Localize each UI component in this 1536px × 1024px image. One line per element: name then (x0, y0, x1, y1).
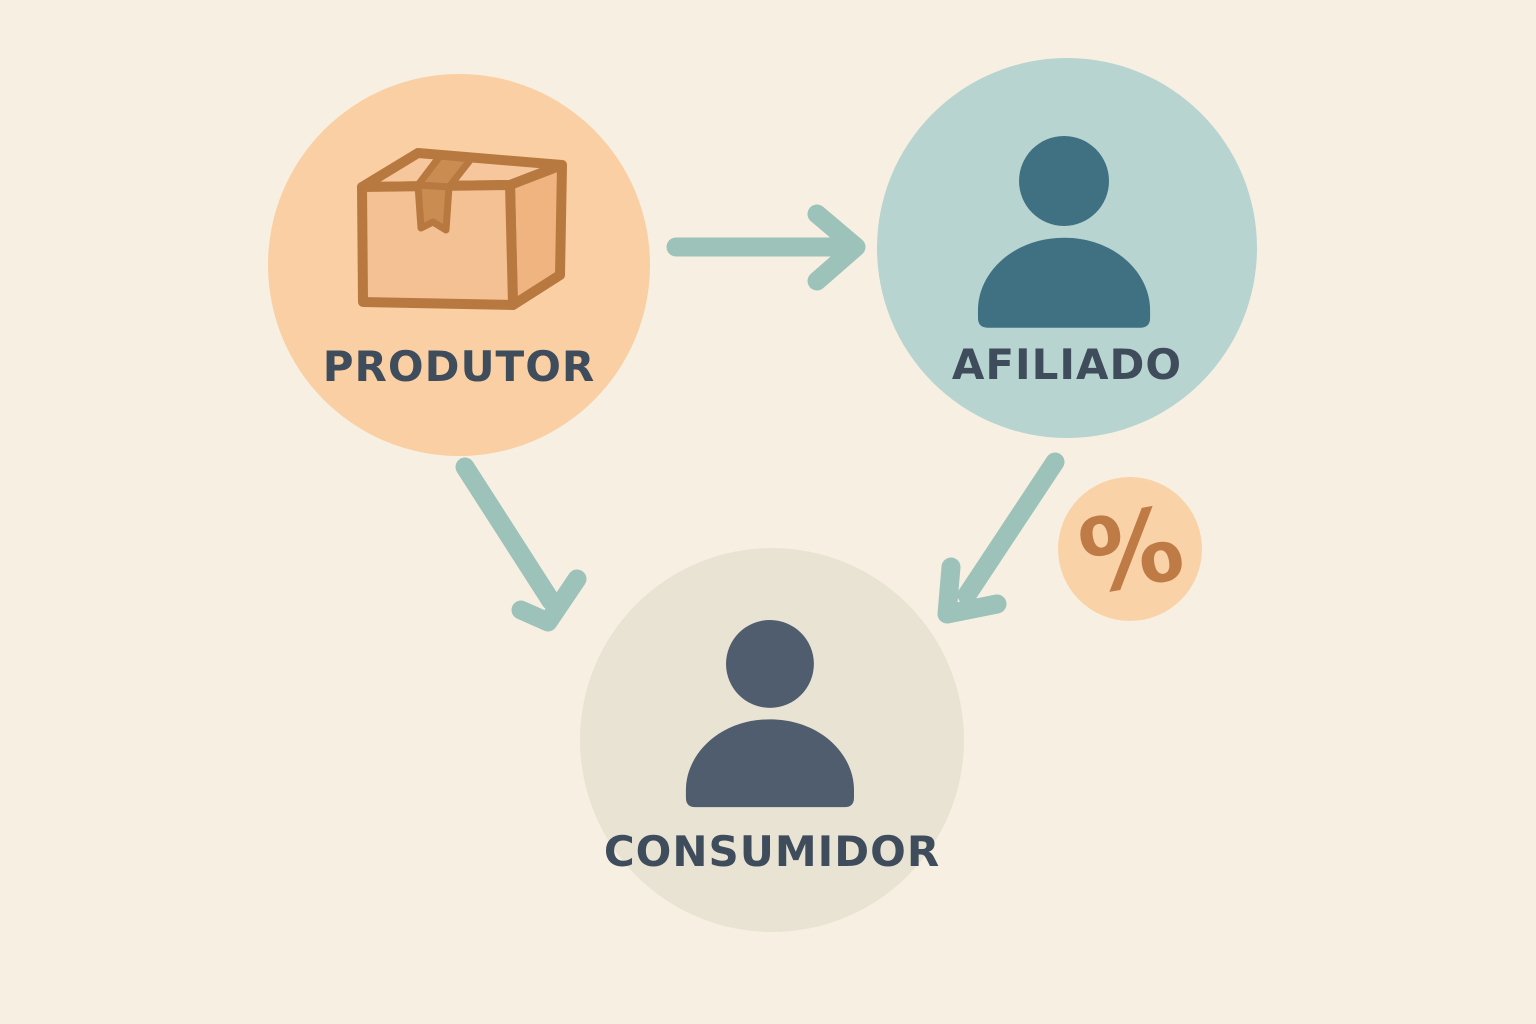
person-body (685, 719, 854, 808)
person-head (726, 620, 814, 708)
arrow-produtor-to-consumidor (455, 457, 587, 632)
afiliado-label: AFILIADO (952, 340, 1182, 389)
box-side-face (505, 160, 567, 310)
consumidor-label: CONSUMIDOR (604, 827, 940, 876)
flow-arrows (455, 204, 1065, 632)
commission-badge: % (1058, 477, 1202, 621)
person-head (1019, 136, 1110, 226)
arrow-afiliado-to-consumidor (937, 452, 1065, 624)
node-consumidor: CONSUMIDOR (580, 548, 964, 932)
percent-icon: % (1071, 484, 1192, 619)
person-icon (685, 620, 854, 808)
badge-circle (1058, 477, 1202, 621)
person-body (977, 237, 1151, 328)
arrow-produtor-to-afiliado (666, 204, 866, 291)
box-front-face (357, 180, 518, 310)
person-icon (977, 136, 1151, 328)
box-tape-front (414, 181, 453, 234)
produtor-label: PRODUTOR (323, 342, 596, 391)
node-afiliado: AFILIADO (877, 58, 1257, 438)
node-produtor: PRODUTOR (268, 74, 650, 456)
package-box-icon (357, 148, 567, 310)
